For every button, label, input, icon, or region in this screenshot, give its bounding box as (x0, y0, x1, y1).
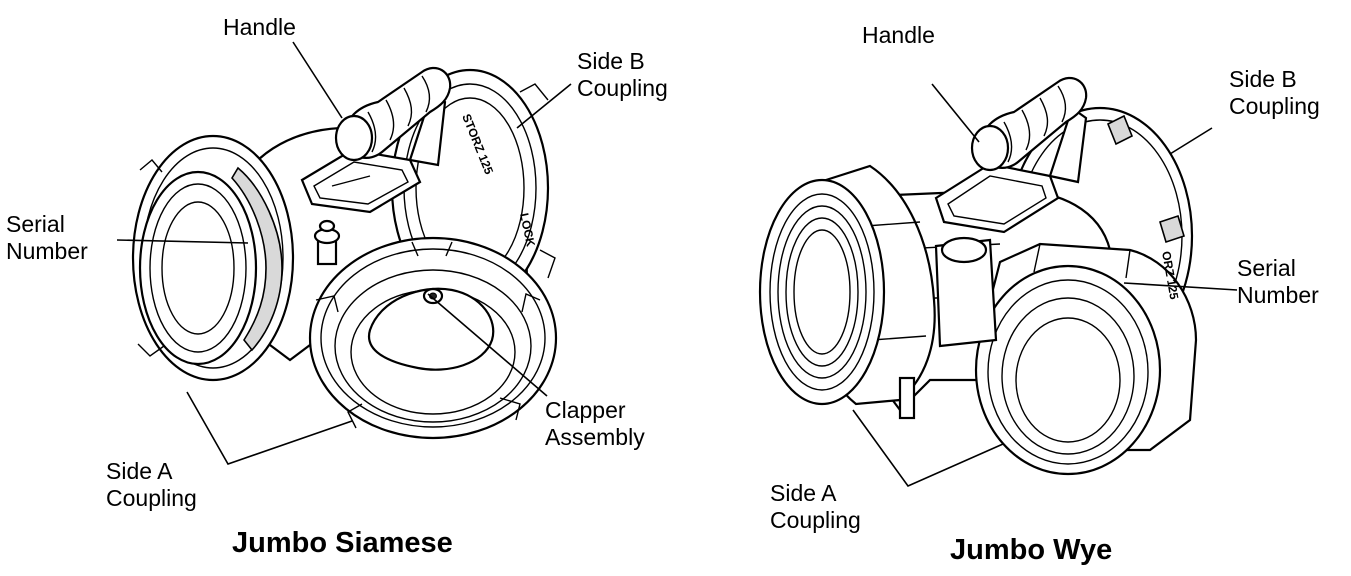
siamese-title: Jumbo Siamese (232, 527, 453, 559)
wye-valve-stem (898, 236, 998, 420)
wye-side-a-label: Side A Coupling (770, 480, 861, 533)
wye-side-a-coupling (758, 164, 936, 406)
siamese-side-b-leader (516, 83, 572, 129)
siamese-handle (300, 66, 452, 214)
siamese-clapper-assembly (367, 287, 495, 371)
siamese-clapper-assembly-label: Clapper Assembly (545, 397, 645, 450)
siamese-lock-marking: LOCK (517, 212, 538, 248)
wye-front-coupling (974, 242, 1198, 476)
siamese-front-coupling (308, 236, 558, 440)
siamese-clapper-leader (427, 293, 548, 397)
wye-serial-number-label: Serial Number (1237, 255, 1319, 308)
siamese-serial-number-label: Serial Number (6, 211, 88, 264)
siamese-side-a-label: Side A Coupling (106, 458, 197, 511)
wye-title: Jumbo Wye (950, 534, 1113, 566)
siamese-side-a-bracket (186, 391, 353, 465)
wye-side-a-bracket (852, 409, 1004, 487)
siamese-serial-leader (116, 239, 249, 244)
jumbo-siamese-illustration (116, 41, 572, 465)
wye-handle-leader (931, 83, 980, 143)
wye-side-b-leader (1169, 127, 1213, 155)
siamese-side-b-label: Side B Coupling (577, 48, 668, 101)
siamese-handle-leader (292, 41, 343, 119)
wye-side-b-label: Side B Coupling (1229, 66, 1320, 119)
siamese-valve-stem (313, 219, 341, 266)
siamese-handle-label: Handle (223, 14, 296, 40)
wye-handle (934, 76, 1088, 234)
wye-serial-leader (1123, 282, 1238, 291)
siamese-side-a-coupling (131, 134, 295, 382)
wye-handle-label: Handle (862, 22, 935, 48)
jumbo-wye-illustration (758, 76, 1238, 487)
